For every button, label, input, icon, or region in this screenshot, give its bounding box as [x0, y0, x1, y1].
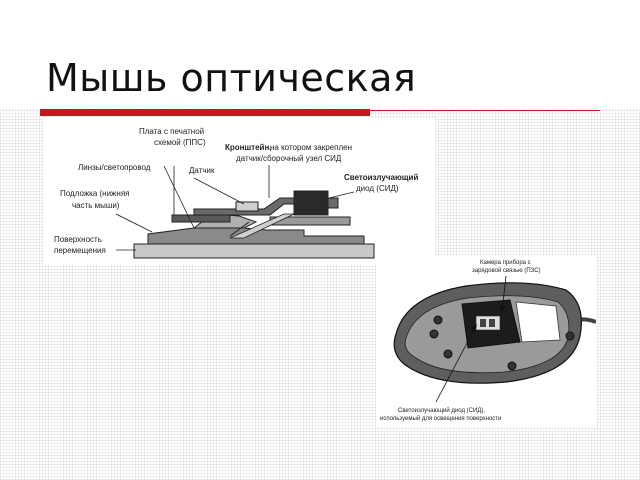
cross-section-svg: Плата с печатной схемой (ППС) Кронштейн,…: [54, 127, 418, 259]
label-bracket-line1a: Кронштейн,: [225, 143, 272, 152]
surface-plate: [133, 243, 375, 259]
title-band: [0, 0, 640, 108]
slide-title: Мышь оптическая: [46, 56, 417, 100]
label-pcb-line1: Плата с печатной: [139, 127, 204, 136]
label-camera-line1: Камера прибора с: [480, 260, 531, 266]
screw-3: [443, 349, 453, 359]
label-camera-line2: зарядовой связью (ПЗС): [472, 267, 541, 274]
label-sensor: Датчик: [189, 166, 215, 175]
ccd-chip: [475, 315, 501, 331]
screw-2: [429, 329, 439, 339]
label-bracket-line2: датчик/сборочный узел СИД: [236, 154, 342, 163]
screw-1: [433, 315, 443, 325]
screw-4: [507, 361, 517, 371]
mouse-cross-section-diagram: Плата с печатной схемой (ППС) Кронштейн,…: [44, 118, 435, 265]
light-beam: [229, 213, 295, 239]
label-plate: [515, 301, 561, 343]
label-led-line1: Светоизлучающий: [344, 173, 418, 182]
led-assembly: [293, 190, 329, 216]
label-led-bottom-line1: Светоизлучающий диод (СИД),: [398, 407, 485, 414]
screw-5: [565, 331, 575, 341]
label-pcb-line2: схемой (ППС): [154, 138, 206, 147]
label-base-line1: Подложка (нижняя: [60, 189, 130, 198]
label-surface-line1: Поверхность: [54, 235, 102, 244]
label-base-line2: часть мыши): [72, 201, 120, 210]
underside-svg: Камера прибора с зарядовой связью (ПЗС) …: [380, 260, 597, 422]
label-led-line2: диод (СИД): [356, 184, 399, 193]
label-surface-line2: перемещения: [54, 246, 106, 255]
label-lens: Линзы/светопровод: [78, 163, 151, 172]
pcb-board: [171, 214, 231, 223]
mouse-underside-diagram: Камера прибора с зарядовой связью (ПЗС) …: [376, 256, 597, 428]
sensor-chip: [235, 201, 259, 212]
title-underline-thin: [370, 110, 600, 111]
label-bracket-line1b: на котором закреплен: [270, 143, 352, 152]
title-underline-red: [40, 109, 370, 116]
label-led-bottom-line2: используемый для освещения поверхности: [380, 415, 501, 422]
